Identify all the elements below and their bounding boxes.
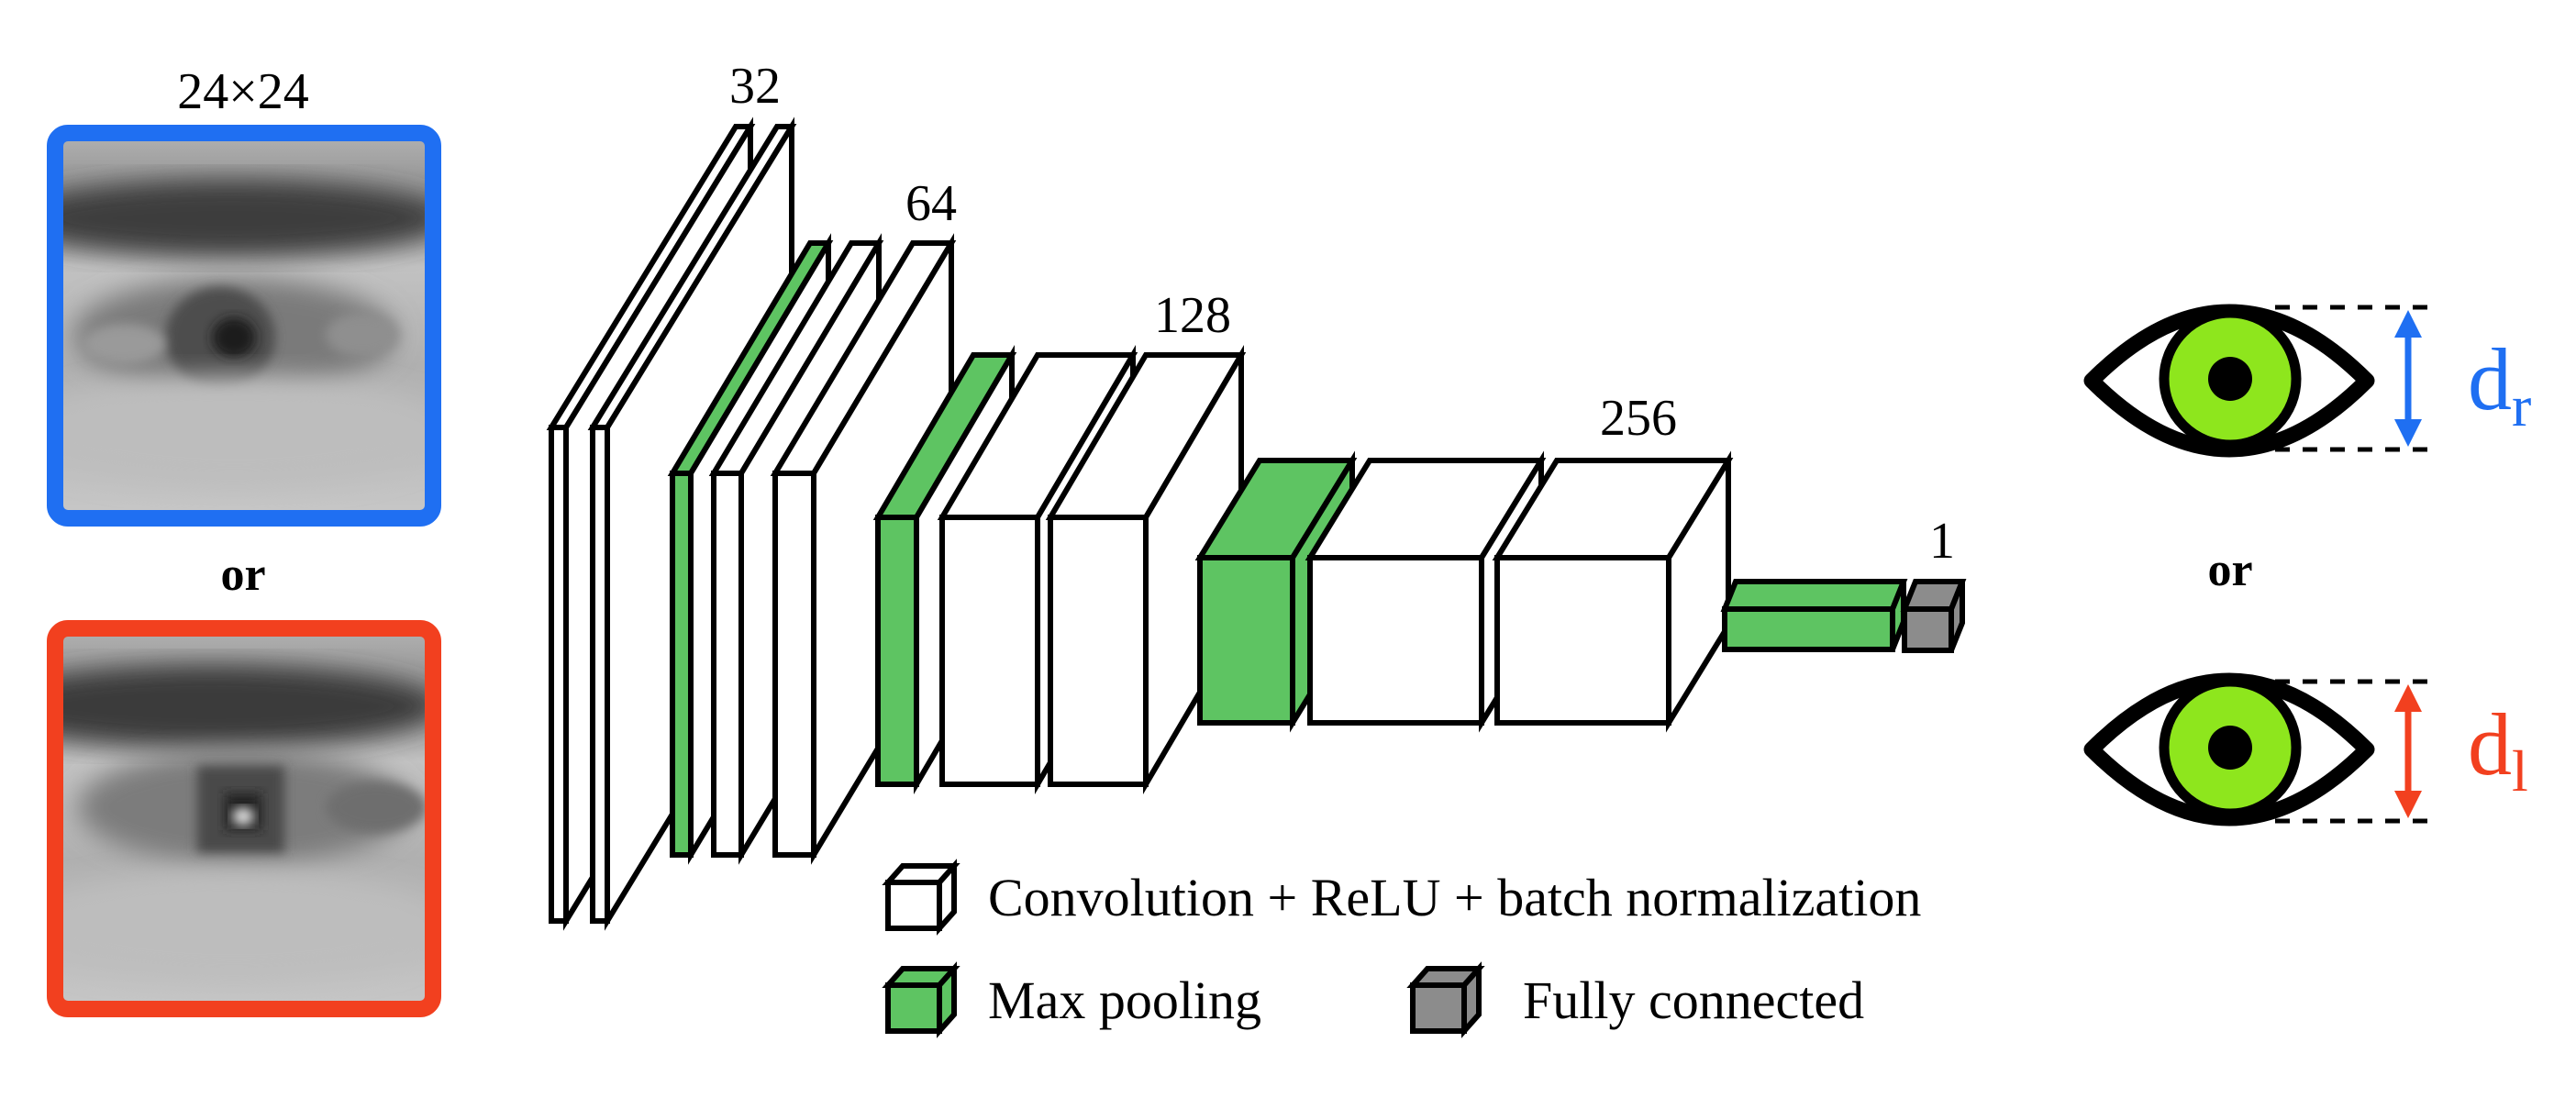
channels-1-label: 1 — [1929, 513, 1955, 570]
legend-pool-label: Max pooling — [988, 970, 1261, 1030]
left-eye-patch — [55, 628, 433, 1009]
channels-64-label: 64 — [905, 175, 957, 232]
fully-connected-layer — [1900, 579, 1967, 653]
left-eye-patch-border — [47, 620, 441, 1017]
channels-128-label: 128 — [1154, 287, 1231, 344]
right-eye-patch-border — [47, 125, 441, 527]
right-eye-patch — [55, 133, 433, 518]
legend — [882, 859, 1485, 1038]
network-layers — [546, 116, 1967, 931]
conv-layer-128b — [1045, 344, 1247, 795]
right-distance-label: dr — [2468, 330, 2531, 438]
pool-layer-final — [1720, 579, 1908, 652]
channels-32-label: 32 — [729, 58, 781, 115]
conv-layer-256b — [1492, 450, 1734, 733]
right-eye-output — [2083, 304, 2375, 458]
left-eye-output — [2083, 672, 2375, 826]
legend-pool-icon — [882, 961, 960, 1038]
legend-fc-label: Fully connected — [1523, 970, 1864, 1030]
left-distance-label: dl — [2468, 695, 2528, 804]
right-eye-distance-marker — [2275, 305, 2440, 452]
input-or-label: or — [220, 549, 265, 601]
channels-256-label: 256 — [1600, 390, 1677, 447]
left-eye-distance-marker — [2275, 679, 2440, 824]
output-or-label: or — [2207, 544, 2252, 596]
input-size-label: 24×24 — [177, 63, 309, 120]
legend-conv-label: Convolution + ReLU + batch normalization — [988, 868, 1921, 927]
legend-conv-icon — [882, 859, 960, 936]
legend-fc-icon — [1406, 961, 1485, 1038]
